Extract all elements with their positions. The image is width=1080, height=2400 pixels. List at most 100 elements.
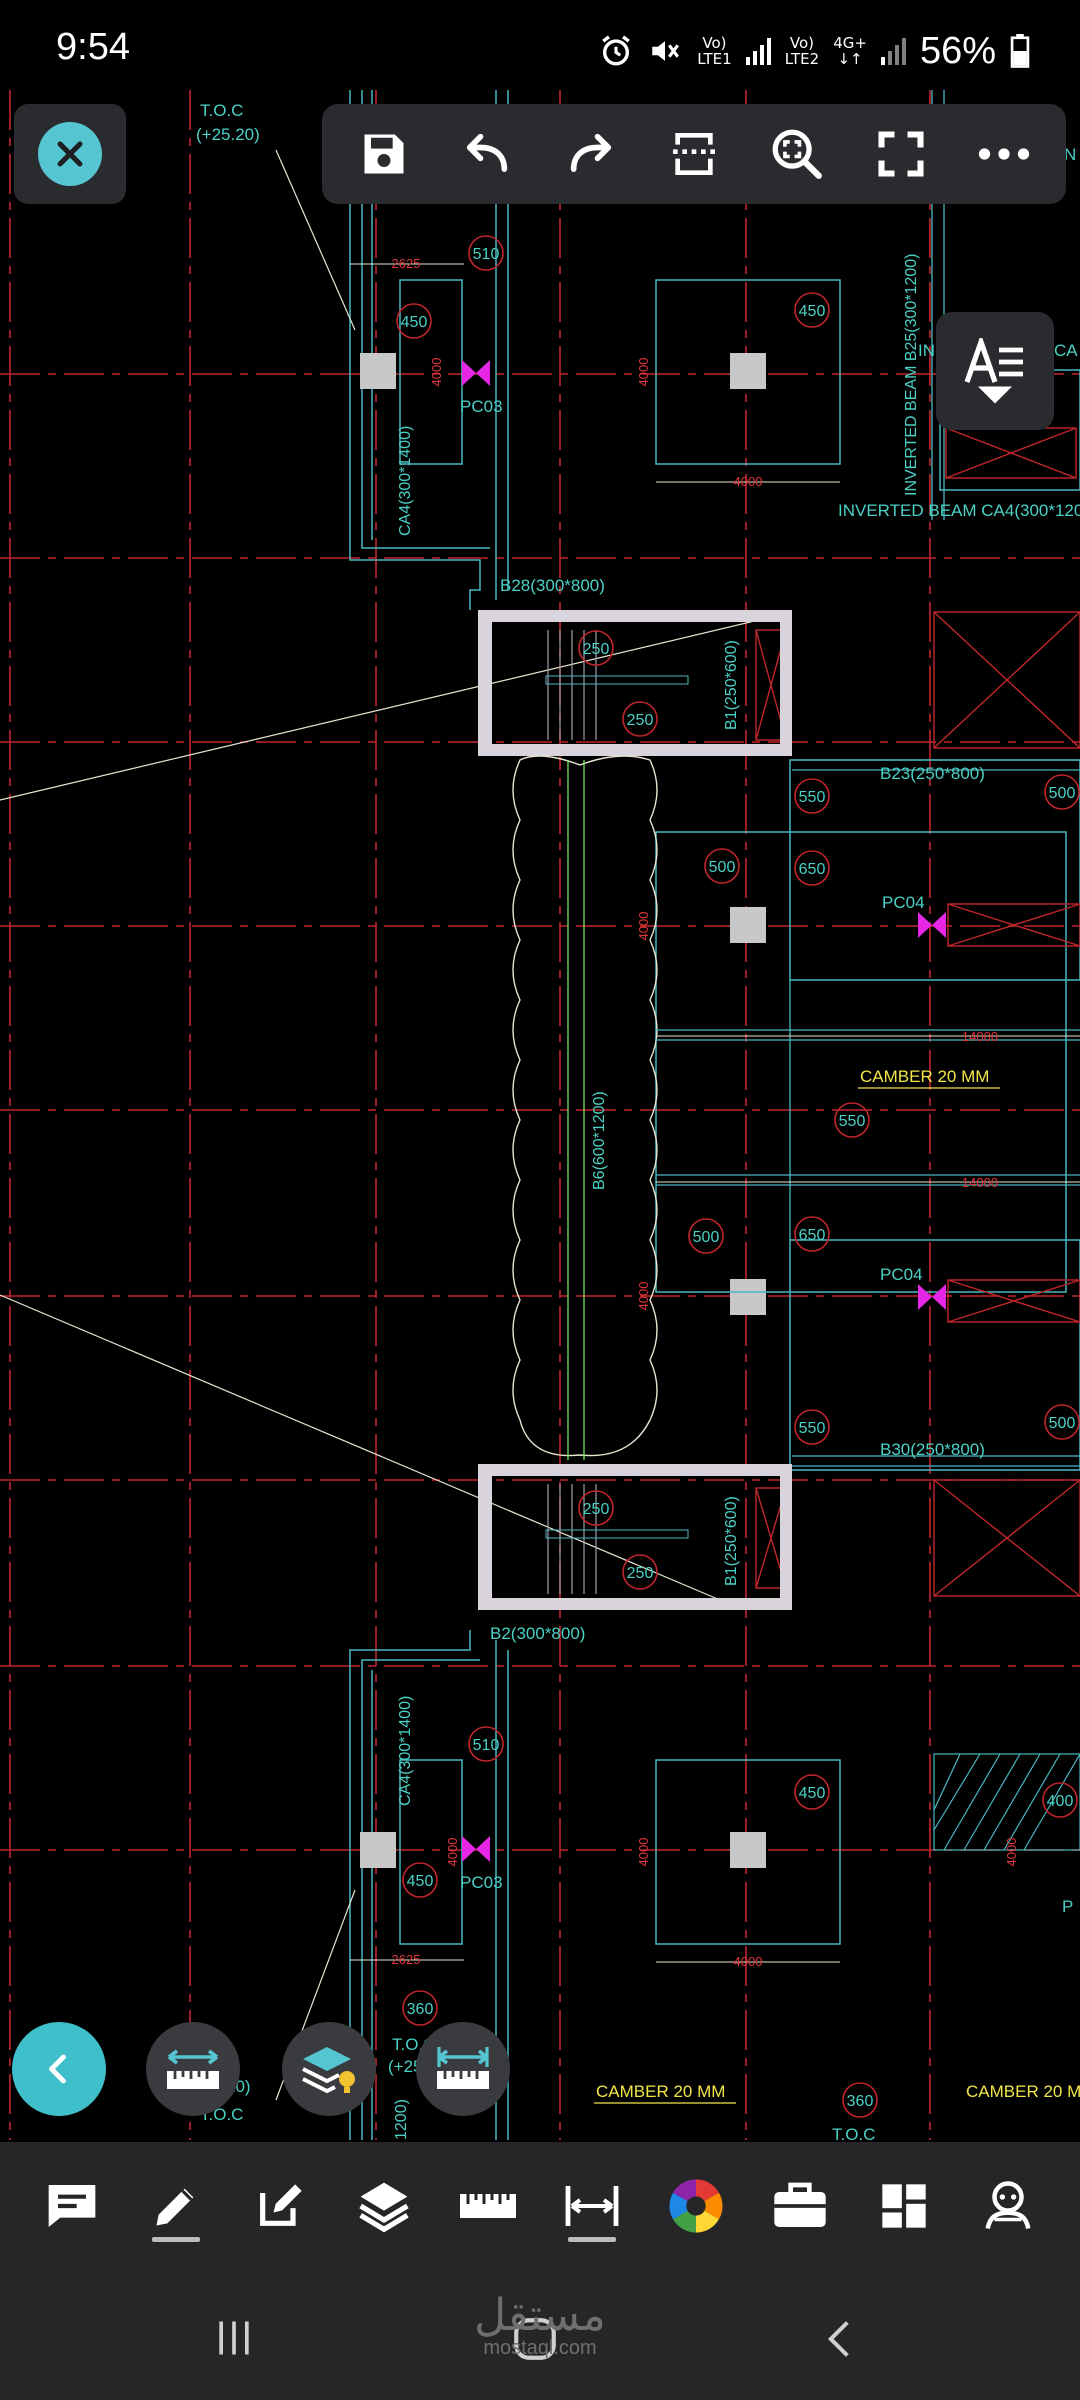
edit-button[interactable] (238, 2164, 322, 2248)
profile-button[interactable] (966, 2164, 1050, 2248)
tag-500-right-a: 500 (1049, 785, 1076, 802)
measure-distance-button[interactable] (146, 2022, 240, 2116)
dim-4000-top: 4000 (734, 474, 763, 489)
zoom-extents-button[interactable] (757, 114, 837, 194)
dashboard-button[interactable] (862, 2164, 946, 2248)
pc04-top: PC04 (882, 893, 925, 912)
dashboard-icon (882, 2184, 926, 2228)
network-type: 4G+↓↑ (833, 35, 867, 67)
edit-icon (260, 2184, 302, 2226)
beam-b1-bottom: B1(250*600) (723, 1496, 740, 1586)
dropdown-arrow-icon (978, 386, 1012, 404)
layers-icon (359, 2182, 409, 2233)
dim-14000-b: 14000 (962, 1175, 998, 1190)
section-icon (672, 133, 715, 175)
v-4000-a: 4000 (429, 358, 444, 387)
toolbox-icon (774, 2182, 826, 2227)
pc-markers (462, 360, 946, 1862)
tag-510-top: 510 (473, 246, 500, 263)
ruler-icon (460, 2194, 516, 2218)
section-button[interactable] (654, 114, 734, 194)
beam-b25: INVERTED BEAM B25(300*1200) (903, 254, 920, 496)
tag-450-left-top: 450 (401, 314, 428, 331)
grid-red-vertical (9, 90, 931, 2140)
partial-ca: CA (1054, 341, 1078, 360)
tag-510-bottom: 510 (473, 1737, 500, 1754)
dim-4000-bottom: 4000 (734, 1954, 763, 1969)
vertical-beam-labels: CA4(300*1400) CA4(300*1400) INVERTED BEA… (393, 254, 920, 2140)
sim1-lte: LTE1 (697, 50, 732, 68)
v-4000-f: 4000 (636, 1838, 651, 1867)
battery-icon (1010, 34, 1030, 68)
tag-250-a: 250 (583, 641, 610, 658)
pc03-bottom: PC03 (460, 1873, 503, 1892)
battery-percent: 56% (919, 29, 996, 72)
tag-650-a: 650 (799, 861, 826, 878)
panels (655, 279, 1080, 1945)
dimension-texts: 2625 2625 4000 4000 14000 14000 4000 400… (392, 256, 1019, 1969)
stair-cores (478, 610, 792, 1610)
comment-button[interactable] (30, 2164, 114, 2248)
tag-250-c: 250 (583, 1501, 610, 1518)
undo-icon (466, 133, 508, 172)
fullscreen-button[interactable] (861, 114, 941, 194)
close-button[interactable] (14, 104, 126, 204)
layers-toggle-button[interactable] (282, 2022, 376, 2116)
tag-250-b: 250 (627, 712, 654, 729)
beam-b6: B6(600*1200) (591, 1091, 608, 1190)
more-button[interactable] (964, 114, 1044, 194)
data-arrows-icon: ↓↑ (837, 50, 863, 68)
save-icon (364, 134, 404, 174)
fullscreen-icon (878, 131, 924, 177)
signal-icon (880, 37, 906, 65)
system-navigation-bar (0, 2270, 1080, 2400)
measure-length-button[interactable] (416, 2022, 510, 2116)
dimension-button[interactable] (550, 2164, 634, 2248)
layers-button[interactable] (342, 2164, 426, 2248)
signal-icon (745, 37, 771, 65)
tag-250-d: 250 (627, 1565, 654, 1582)
redo-icon (570, 133, 611, 172)
grid-red-horizontal (0, 373, 1080, 1851)
collapse-button[interactable] (12, 2022, 106, 2116)
pencil-icon (156, 2188, 194, 2226)
tag-360-b: 360 (847, 2093, 874, 2110)
ruler-button[interactable] (446, 2164, 530, 2248)
network-label: 4G+ (833, 34, 867, 52)
dim-14000-a: 14000 (962, 1029, 998, 1044)
cad-drawing-canvas[interactable]: 510 450 450 250 250 550 500 650 500 550 … (0, 90, 1080, 2140)
toolbox-button[interactable] (758, 2164, 842, 2248)
dimension-icon (565, 2186, 619, 2226)
beam-ca4-top: CA4(300*1400) (397, 426, 414, 536)
more-icon (979, 148, 1030, 160)
partial-n: N (1064, 145, 1076, 164)
undo-button[interactable] (447, 114, 527, 194)
toc-top-level: (+25.20) (196, 125, 260, 144)
back-nav-button[interactable] (818, 2314, 862, 2369)
tag-500-a: 500 (709, 859, 736, 876)
beam-b1-top: B1(250*600) (723, 640, 740, 730)
beam-ca4-inv: INVERTED BEAM CA4(300*1200 (838, 501, 1080, 520)
pencil-button[interactable] (134, 2164, 218, 2248)
recent-apps-button[interactable] (212, 2316, 256, 2365)
camber-right: CAMBER 20 M (966, 2082, 1080, 2101)
text-style-button[interactable] (936, 312, 1054, 430)
sim1-indicator: Vo)LTE1 (697, 35, 731, 67)
beam-b23: B23(250*800) (880, 764, 985, 783)
comment-icon (48, 2185, 96, 2227)
tag-400-right: 400 (1047, 1793, 1074, 1810)
watermark: مستقل mostaql.com (440, 2290, 640, 2360)
measure-icon (437, 2047, 489, 2089)
tag-550-a: 550 (799, 789, 826, 806)
sim2-lte: LTE2 (784, 50, 820, 68)
sim1-volte: Vo) (702, 34, 727, 52)
tag-450-col-top: 450 (799, 303, 826, 320)
beam-ca4-bottom: CA4(300*1400) (397, 1696, 414, 1806)
columns (360, 353, 766, 1868)
redo-button[interactable] (551, 114, 631, 194)
tag-500-b: 500 (693, 1229, 720, 1246)
back-icon (49, 2054, 66, 2084)
color-button[interactable] (654, 2164, 738, 2248)
save-button[interactable] (344, 114, 424, 194)
home-button[interactable] (510, 2314, 560, 2369)
